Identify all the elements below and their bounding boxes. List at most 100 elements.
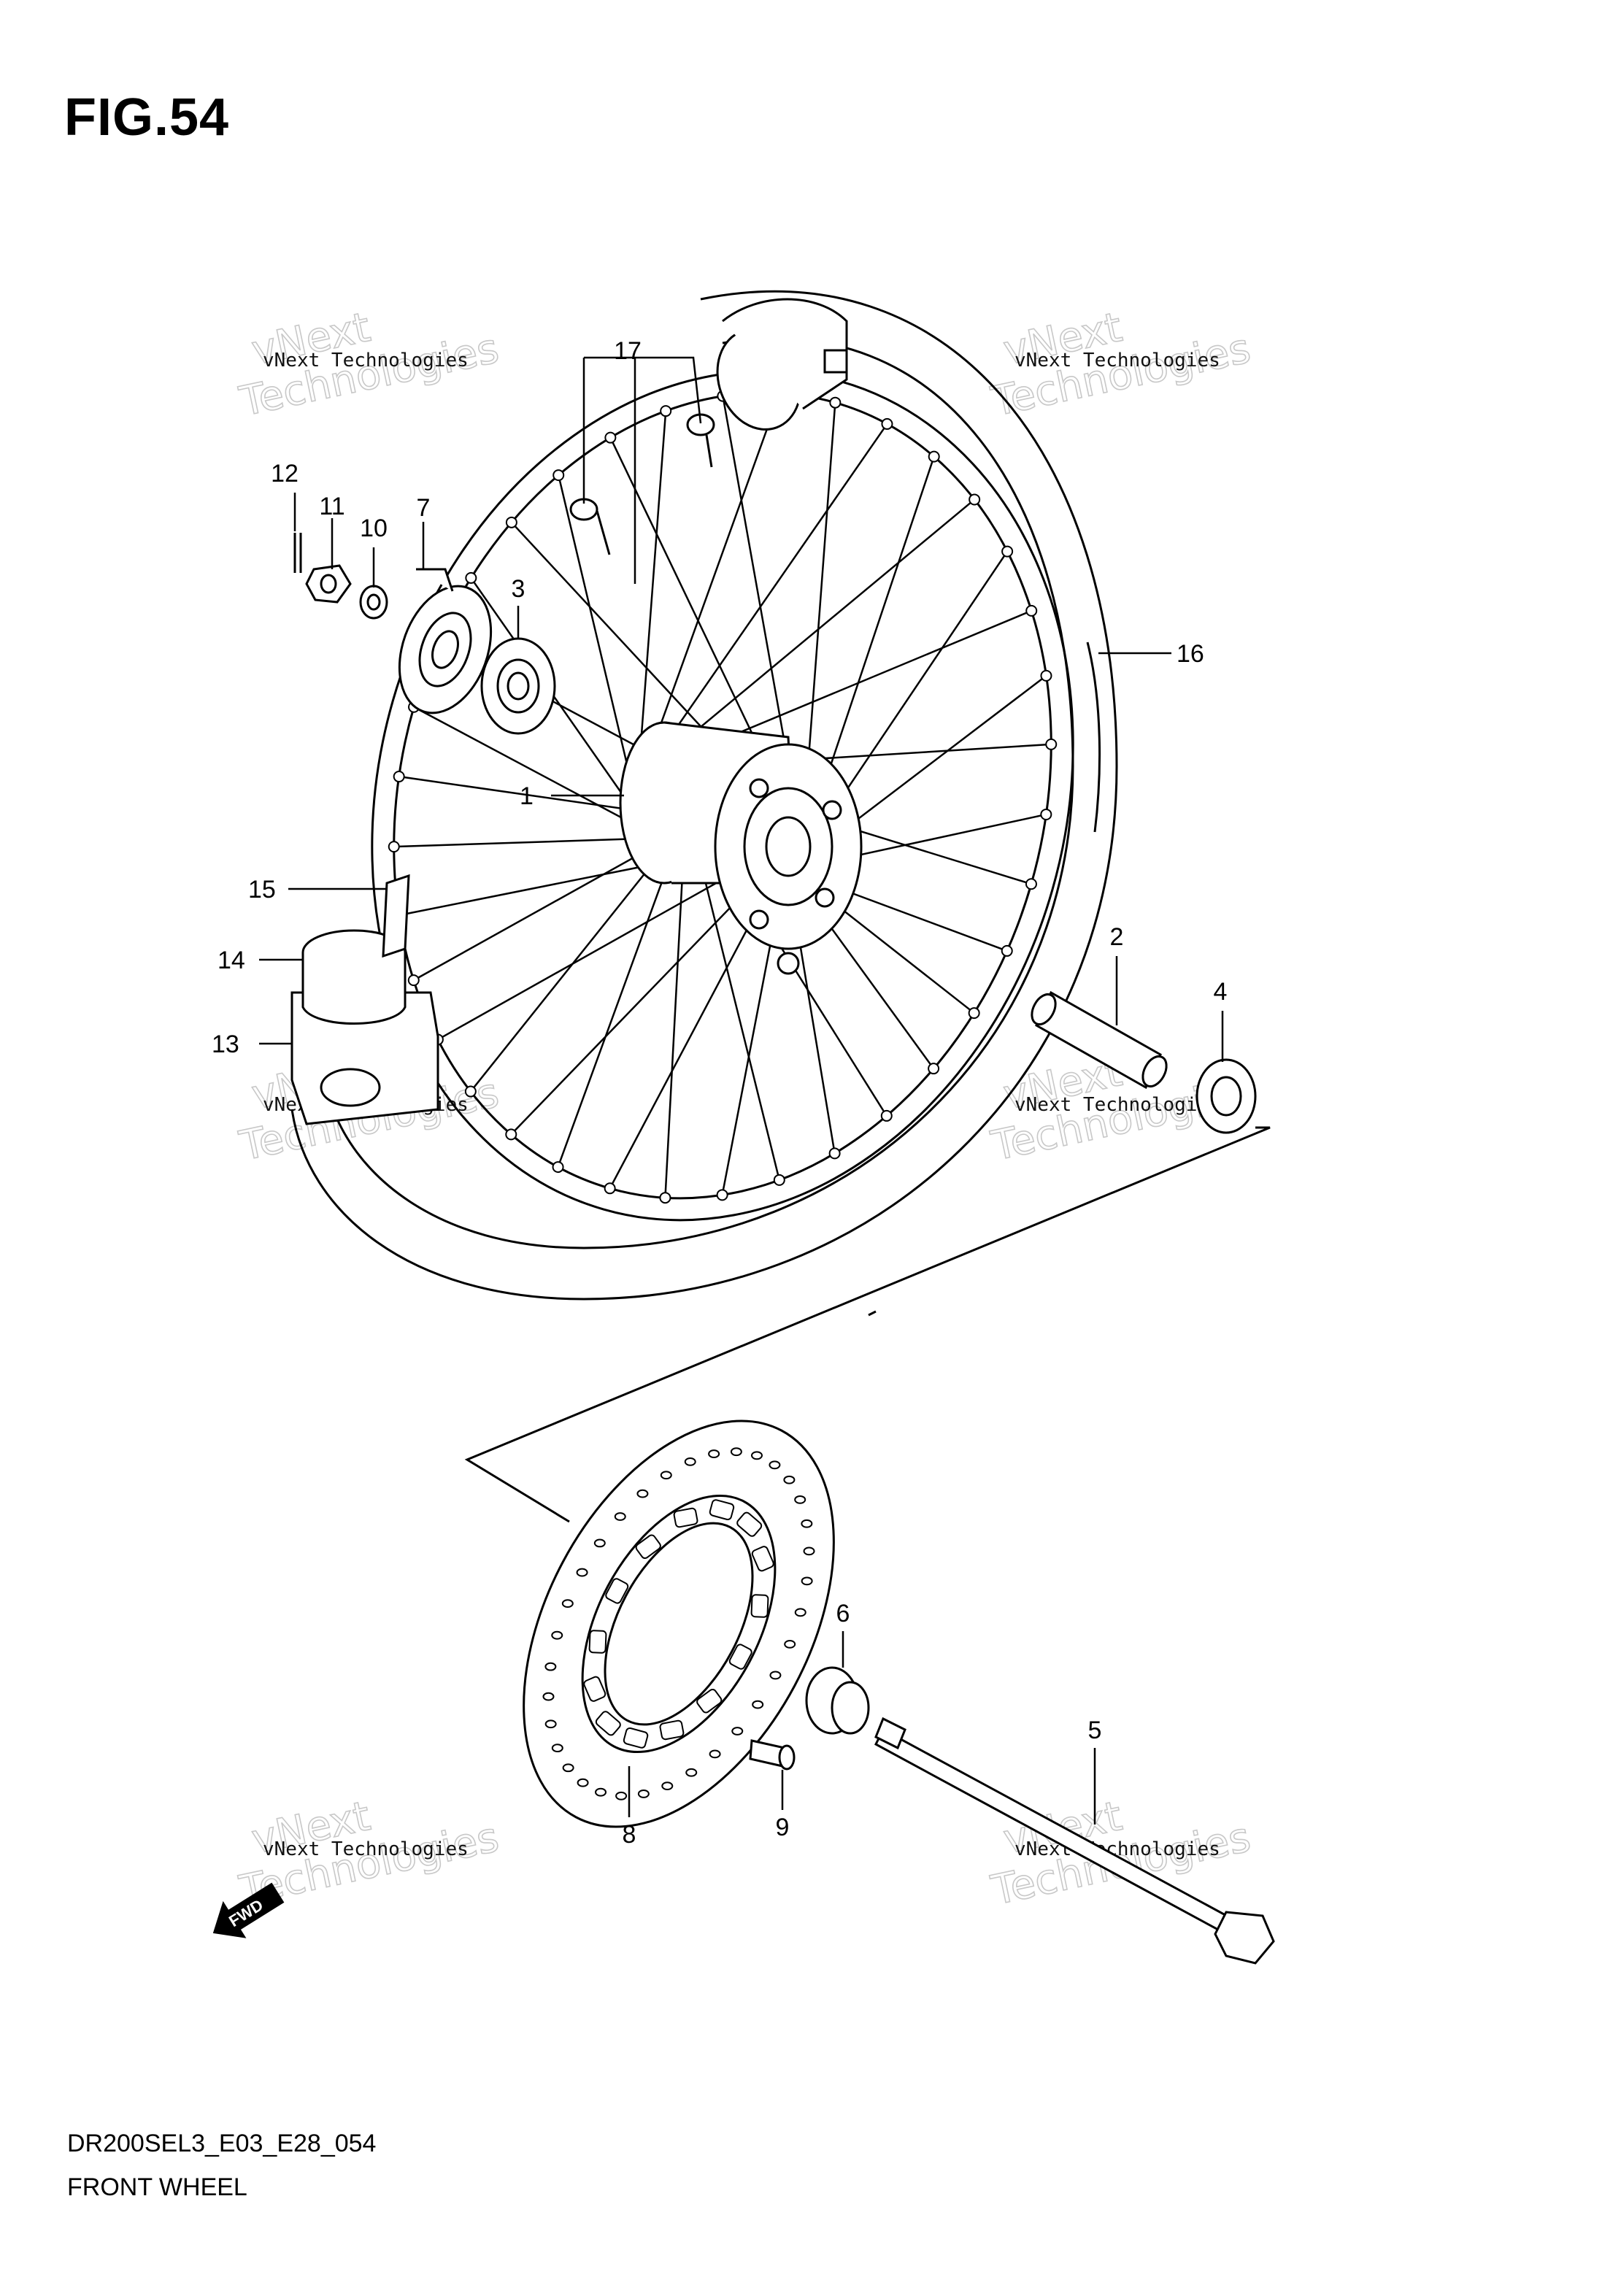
hub	[619, 721, 863, 975]
axle-collar	[805, 1666, 870, 1735]
spoke	[661, 498, 975, 760]
spoke	[636, 411, 667, 785]
tube-band	[301, 929, 407, 1025]
disc-vent-hole	[544, 1662, 557, 1671]
axle-spacer	[1031, 990, 1168, 1090]
svg-text:vNext Technologies: vNext Technologies	[1014, 350, 1220, 371]
spoke-nipple-mark	[928, 450, 940, 463]
callout-14: 14	[217, 947, 245, 974]
disc-vent-hole	[750, 1451, 763, 1460]
spoke	[609, 882, 773, 1189]
disc-vent-hole	[769, 1460, 781, 1470]
watermark-top-right: vNext Technologies vNext Technologies	[987, 303, 1255, 426]
spoke-nipple-mark	[1025, 604, 1038, 617]
disc-vent-hole	[595, 1787, 607, 1797]
spoke-nipple-mark	[1001, 545, 1014, 558]
disc-vent-hole	[769, 1671, 782, 1680]
disc-vent-hole	[752, 1700, 764, 1709]
spoke-nipple-mark	[928, 1063, 940, 1075]
spoke-nipple-mark	[1025, 878, 1037, 890]
disc-slot	[623, 1727, 649, 1749]
spoke-nipple-mark	[880, 1109, 893, 1122]
disc-slot	[696, 1688, 723, 1714]
callout-15: 15	[248, 876, 276, 904]
disc-vent-hole	[709, 1749, 721, 1759]
spoke-nipple-mark	[393, 771, 405, 783]
callout-3: 3	[512, 575, 525, 603]
disc-vent-hole	[708, 1449, 720, 1458]
disc-vent-hole	[801, 1519, 813, 1528]
explode-guide-lines	[464, 1126, 1271, 1523]
disc-slot	[728, 1644, 752, 1670]
callout-13: 13	[212, 1030, 239, 1058]
svg-text:vNext Technologies: vNext Technologies	[263, 1838, 469, 1860]
disc-slot	[583, 1676, 607, 1702]
bearing-left	[480, 637, 556, 735]
disc-vent-hole	[784, 1639, 796, 1649]
disc-vent-hole	[576, 1568, 588, 1577]
disc-vent-hole	[803, 1546, 815, 1556]
disc-slot	[673, 1507, 698, 1528]
leader-lines	[259, 356, 1224, 1825]
disc-slot	[750, 1594, 769, 1618]
disc-vent-hole	[562, 1763, 574, 1773]
figure-title: FIG.54	[64, 88, 230, 147]
spoke-nipple-mark	[552, 469, 565, 482]
callout-11: 11	[319, 493, 344, 520]
spoke-nipple-mark	[1045, 738, 1058, 750]
spoke-nipple-mark	[1040, 808, 1052, 820]
spoke-nipple-mark	[829, 396, 842, 409]
spoke-nipple-mark	[604, 1182, 616, 1195]
callout-2: 2	[1110, 923, 1124, 951]
callout-1: 1	[520, 782, 534, 810]
spoke-nipple-mark	[773, 1174, 785, 1186]
callout-17: 17	[614, 337, 642, 365]
spoke	[510, 871, 766, 1136]
rim-lock	[290, 991, 439, 1125]
spoke	[811, 456, 935, 822]
spoke-nipple-mark	[464, 1085, 477, 1098]
disc-vent-hole	[636, 1489, 649, 1498]
spoke-nipple-mark	[465, 571, 477, 584]
callout-6: 6	[836, 1600, 850, 1627]
spoke	[413, 706, 641, 828]
spoke-nipple-mark	[716, 1189, 728, 1201]
spoke-nipple	[569, 413, 715, 555]
disc-vent-hole	[794, 1495, 806, 1504]
disc-bolt	[749, 1739, 796, 1771]
brake-disc-holes	[542, 1447, 815, 1800]
disc-slot	[595, 1711, 621, 1736]
disc-vent-hole	[783, 1475, 796, 1484]
disc-vent-hole	[661, 1781, 674, 1791]
spoke	[557, 474, 636, 799]
rim-band-top	[716, 298, 848, 431]
disc-slot	[736, 1511, 763, 1537]
watermark-top-left: vNext Technologies vNext Technologies	[235, 303, 504, 426]
washer	[359, 585, 388, 620]
spoke-nipple-mark	[604, 431, 617, 444]
callout-4: 4	[1214, 978, 1228, 1006]
brake-disc	[523, 1419, 835, 1828]
callout-12: 12	[271, 460, 299, 488]
callout-5: 5	[1088, 1717, 1102, 1744]
spoke	[664, 833, 686, 1198]
spoke	[651, 423, 888, 764]
callout-16: 16	[1177, 640, 1204, 668]
spoke	[804, 402, 836, 811]
spoke-nipple-mark	[1001, 944, 1013, 957]
callout-8: 8	[623, 1821, 636, 1849]
disc-vent-hole	[544, 1719, 557, 1729]
front-axle	[874, 1717, 1275, 1965]
disc-vent-hole	[794, 1608, 806, 1617]
callout-10: 10	[360, 515, 388, 542]
spoke	[393, 837, 647, 848]
disc-vent-hole	[561, 1599, 574, 1609]
disc-vent-hole	[684, 1457, 696, 1466]
spoke-nipple-mark	[881, 417, 893, 430]
disc-slot	[709, 1499, 735, 1521]
disc-vent-hole	[542, 1692, 555, 1701]
speedometer-gearbox	[398, 568, 493, 714]
spoke-nipple-mark	[388, 841, 400, 853]
spoke-nipple-mark	[660, 405, 672, 417]
